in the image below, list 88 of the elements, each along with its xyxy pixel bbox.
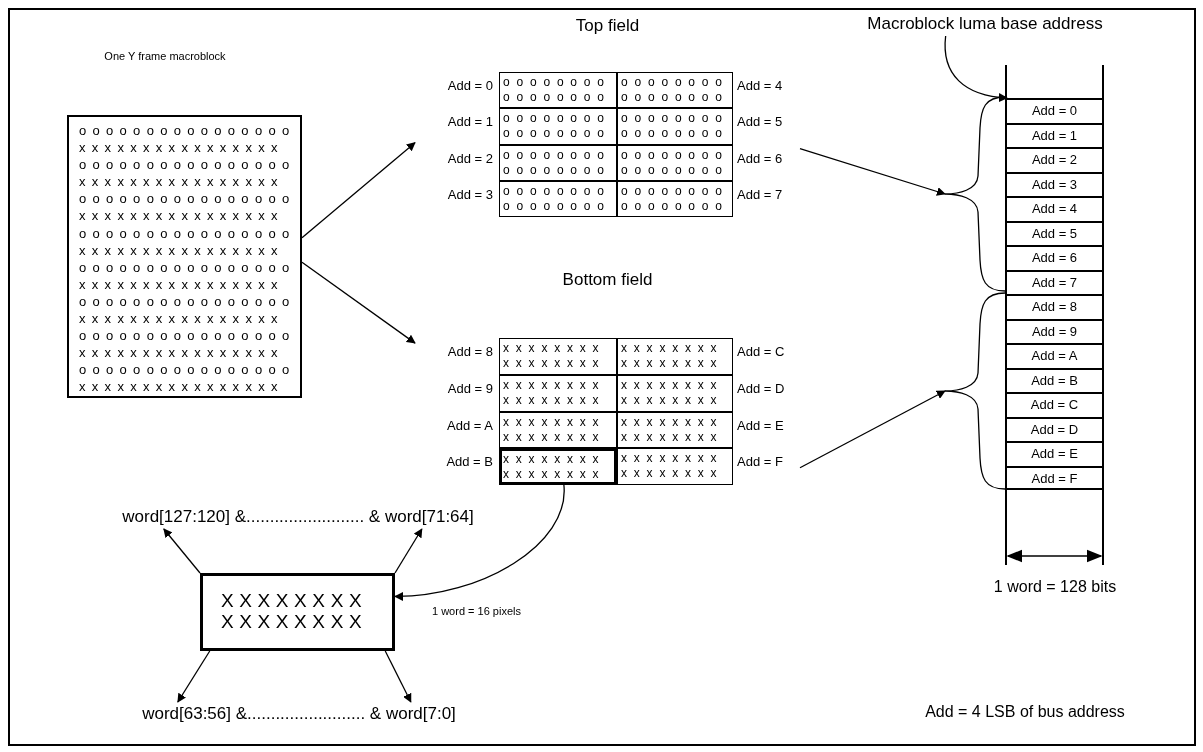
memory-word-cell: Add = 1 — [1007, 122, 1102, 147]
address-label: Add = 8 — [447, 344, 493, 360]
address-label: Add = A — [447, 417, 493, 434]
pixel-word-cell: oooooooo oooooooo — [617, 72, 733, 109]
field-heading: Top field — [574, 16, 641, 37]
pixel-word-cell: xxxxxxxx xxxxxxxx — [617, 448, 733, 485]
pixel-row: oooooooooooooooo — [79, 190, 296, 208]
address-label: Add = B — [446, 454, 493, 470]
memory-word-cell: Add = 7 — [1007, 269, 1102, 294]
address-label: Add = 9 — [447, 380, 493, 397]
arrow — [799, 390, 946, 469]
arrow — [394, 484, 565, 601]
pixel-row: oooooooooooooooo — [79, 361, 296, 379]
arrow — [301, 142, 416, 239]
pixel-row: xxxxxxxxxxxxxxxx — [79, 241, 284, 259]
note-text: Add = 4 LSB of bus address — [924, 702, 1126, 722]
pixel-row: oooooooooooooooo — [79, 292, 296, 311]
address-label: Add = C — [737, 344, 785, 360]
pixel-row: xxxxxxxxxxxxxxxx — [79, 173, 284, 191]
address-label: Add = 4 — [737, 78, 783, 94]
address-label: Add = 0 — [447, 78, 493, 94]
memory-word-cell: Add = 5 — [1007, 220, 1102, 245]
pixel-row: oooooooooooooooo — [79, 258, 296, 276]
pixel-word-box: XXXXXXXX XXXXXXXX — [200, 573, 395, 651]
pixel-row: xxxxxxxxxxxxxxxx — [79, 344, 284, 362]
address-label: Add = D — [737, 380, 785, 397]
pixel-word-cell: xxxxxxxx xxxxxxxx — [499, 374, 617, 412]
pixel-word-cell: oooooooo oooooooo — [499, 72, 617, 109]
arrow — [944, 35, 1008, 102]
pixel-word-cell: oooooooo oooooooo — [499, 144, 617, 181]
pixel-word-cell: xxxxxxxx xxxxxxxx — [499, 411, 617, 449]
pixel-row: xxxxxxxxxxxxxxxx — [79, 310, 284, 328]
pixel-word-cell: oooooooo oooooooo — [617, 180, 733, 217]
address-label: Add = 7 — [737, 186, 783, 203]
bit-range-text: word[127:120] &......................... & word[71:64] — [40, 505, 556, 529]
arrow — [384, 650, 412, 703]
memory-word-cell: Add = B — [1007, 367, 1102, 392]
memory-word-cell: Add = 9 — [1007, 318, 1102, 343]
memory-word-cell: Add = A — [1007, 343, 1102, 368]
pixel-word-cell: oooooooo oooooooo — [499, 108, 617, 145]
curly-brace — [945, 96, 1005, 292]
macroblock-grid — [67, 115, 302, 398]
memory-word-cell: Add = 3 — [1007, 171, 1102, 196]
pixel-row: xxxxxxxxxxxxxxxx — [79, 139, 284, 157]
address-label: Add = 6 — [737, 150, 783, 167]
address-label: Add = F — [737, 454, 783, 470]
pixel-word-cell: oooooooo oooooooo — [617, 144, 733, 181]
memory-word-cell: Add = E — [1007, 441, 1102, 466]
memory-word-cell: Add = D — [1007, 416, 1102, 441]
memory-word-cell: Add = 6 — [1007, 245, 1102, 270]
address-label: Add = 1 — [447, 114, 493, 130]
pixel-row: oooooooooooooooo — [79, 224, 296, 242]
address-label: Add = E — [737, 417, 784, 434]
pixel-row: oooooooooooooooo — [79, 327, 296, 345]
bit-range-text: word[63:56] &......................... & word[7:0] — [66, 702, 532, 726]
pixel-word-cell: xxxxxxxx xxxxxxxx — [617, 374, 733, 412]
curly-brace — [945, 292, 1005, 490]
memory-column — [1005, 65, 1104, 565]
address-label: Add = 3 — [447, 186, 493, 203]
pixel-word-cell: xxxxxxxx xxxxxxxx — [617, 411, 733, 449]
memory-word-cell: Add = 0 — [1007, 98, 1102, 123]
dimension-label: 1 word = 128 bits — [992, 577, 1118, 597]
pixel-row: xxxxxxxxxxxxxxxx — [79, 207, 284, 225]
arrow — [163, 528, 201, 574]
arrow — [394, 528, 423, 574]
memory-word-cell: Add = F — [1007, 465, 1102, 490]
pixel-row: xxxxxxxxxxxxxxxx — [79, 378, 284, 396]
address-label: Add = 2 — [447, 150, 493, 167]
caption-text: One Y frame macroblock — [103, 50, 227, 64]
field-heading: Bottom field — [561, 270, 654, 291]
arrow — [301, 261, 416, 344]
pixel-word-cell: xxxxxxxx xxxxxxxx — [617, 338, 733, 375]
arrow — [177, 650, 211, 703]
note-text: 1 word = 16 pixels — [432, 605, 522, 619]
pixel-row: oooooooooooooooo — [79, 156, 296, 174]
arrow — [799, 148, 946, 196]
memory-word-cell: Add = C — [1007, 392, 1102, 417]
pixel-word-cell: xxxxxxxx xxxxxxxx — [499, 338, 617, 375]
pixel-word-cell: oooooooo oooooooo — [499, 180, 617, 217]
pixel-row: xxxxxxxxxxxxxxxx — [79, 275, 284, 293]
memory-word-cell: Add = 8 — [1007, 294, 1102, 319]
memory-word-cell: Add = 2 — [1007, 147, 1102, 172]
annotation-text: Macroblock luma base address — [862, 12, 1108, 36]
pixel-row: oooooooooooooooo — [79, 122, 296, 140]
address-label: Add = 5 — [737, 114, 783, 130]
pixel-word-cell: oooooooo oooooooo — [617, 108, 733, 145]
pixel-word-cell: xxxxxxxx xxxxxxxx — [499, 448, 617, 485]
memory-word-cell: Add = 4 — [1007, 196, 1102, 221]
